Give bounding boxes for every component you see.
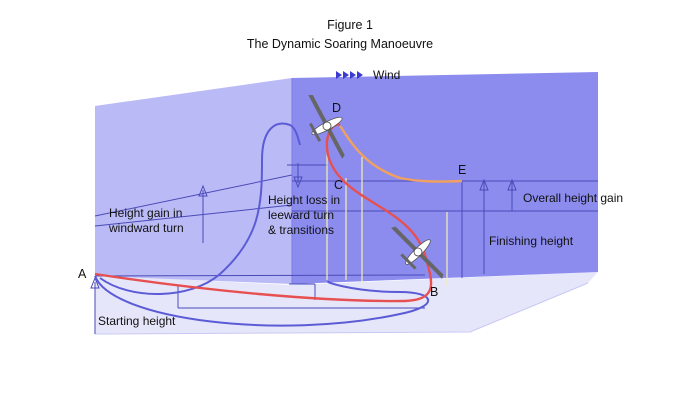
point-c-label: C: [334, 178, 343, 192]
starting-height-label: Starting height: [98, 314, 176, 328]
leeward-loss-label-3: & transitions: [268, 223, 334, 237]
leeward-loss-label-1: Height loss in: [268, 193, 340, 207]
glider-b-icon: [391, 226, 444, 279]
wind-label: Wind: [373, 68, 400, 82]
wind-arrow-icon: [336, 71, 363, 79]
leeward-loss-label-2: leeward turn: [268, 208, 334, 222]
point-e-label: E: [458, 163, 466, 177]
finishing-height-label: Finishing height: [489, 234, 574, 248]
back-wall: [292, 72, 598, 284]
point-d-label: D: [332, 101, 341, 115]
floor-plane: [95, 272, 598, 334]
figure-title: Figure 1: [327, 18, 373, 32]
windward-climb-path: [99, 122, 301, 295]
height-guides: [94, 164, 598, 334]
measurement-arrows: [90, 163, 517, 306]
ground-track-path: [94, 275, 430, 327]
overall-gain-label: Overall height gain: [523, 191, 623, 205]
windward-gain-label-1: Height gain in: [109, 206, 182, 220]
windward-gain-label-2: windward turn: [108, 221, 184, 235]
floor-front-edge: [94, 282, 589, 335]
glide-path-orange: [339, 125, 463, 183]
point-b-label: B: [430, 285, 438, 299]
figure-subtitle: The Dynamic Soaring Manoeuvre: [247, 37, 433, 51]
glider-d-icon: [308, 95, 345, 159]
point-a-label: A: [78, 267, 87, 281]
left-wall: [95, 78, 292, 284]
riser-lines: [326, 152, 448, 285]
flight-path-red: [94, 123, 433, 303]
